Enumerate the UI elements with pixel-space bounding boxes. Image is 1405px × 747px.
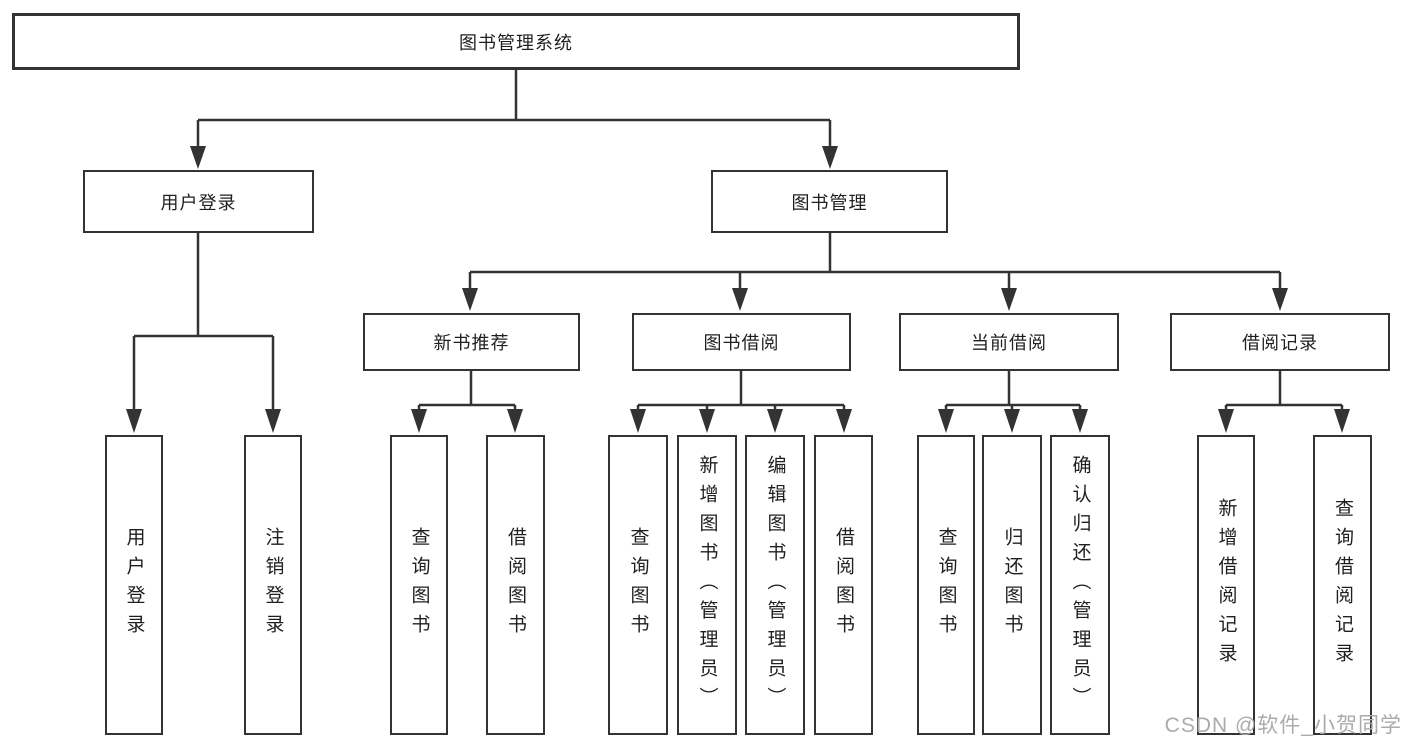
leaf-query-borrow-record: 查询借阅记录 (1313, 435, 1372, 735)
leaf-query-books-current-label: 查询图书 (935, 527, 957, 643)
leaf-query-books-recommend-label: 查询图书 (408, 527, 430, 643)
leaf-add-book-admin: 新增图书（管理员） (677, 435, 737, 735)
node-user-login: 用户登录 (83, 170, 314, 233)
leaf-return-books-label: 归还图书 (1001, 527, 1023, 643)
leaf-edit-book-admin: 编辑图书（管理员） (745, 435, 805, 735)
leaf-add-borrow-record-label: 新增借阅记录 (1215, 498, 1237, 672)
leaf-borrow-books-recommend-label: 借阅图书 (505, 527, 526, 643)
leaf-add-book-admin-label: 新增图书（管理员） (696, 454, 718, 716)
node-new-book-recommend-label: 新书推荐 (433, 333, 510, 353)
node-borrow-records-label: 借阅记录 (1242, 333, 1318, 353)
leaf-query-books-borrow-label: 查询图书 (627, 527, 649, 643)
leaf-borrow-books-borrow: 借阅图书 (814, 435, 873, 735)
node-root-label: 图书管理系统 (459, 32, 573, 53)
leaf-user-login: 用户登录 (105, 435, 163, 735)
leaf-confirm-return-admin: 确认归还（管理员） (1050, 435, 1110, 735)
leaf-return-books: 归还图书 (982, 435, 1042, 735)
leaf-logout: 注销登录 (244, 435, 302, 735)
leaf-query-books-recommend: 查询图书 (390, 435, 448, 735)
leaf-borrow-books-borrow-label: 借阅图书 (833, 527, 854, 643)
arrowhead-icons (126, 146, 1350, 433)
node-current-borrow-label: 当前借阅 (971, 333, 1047, 353)
csdn-watermark: CSDN @软件_小贺同学 (1164, 714, 1402, 737)
leaf-add-borrow-record: 新增借阅记录 (1197, 435, 1255, 735)
node-current-borrow: 当前借阅 (899, 313, 1119, 371)
node-book-borrow: 图书借阅 (632, 313, 851, 371)
node-new-book-recommend: 新书推荐 (363, 313, 580, 371)
node-book-management: 图书管理 (711, 170, 948, 233)
node-root-system: 图书管理系统 (12, 13, 1020, 70)
leaf-edit-book-admin-label: 编辑图书（管理员） (764, 454, 786, 716)
leaf-logout-label: 注销登录 (262, 527, 284, 643)
leaf-borrow-books-recommend: 借阅图书 (486, 435, 545, 735)
leaf-query-borrow-record-label: 查询借阅记录 (1332, 498, 1353, 672)
node-borrow-records: 借阅记录 (1170, 313, 1390, 371)
node-user-login-label: 用户登录 (160, 192, 237, 213)
node-book-management-label: 图书管理 (791, 192, 868, 213)
node-book-borrow-label: 图书借阅 (703, 333, 780, 353)
leaf-user-login-label: 用户登录 (123, 527, 145, 643)
leaf-query-books-borrow: 查询图书 (608, 435, 668, 735)
leaf-query-books-current: 查询图书 (917, 435, 975, 735)
leaf-confirm-return-admin-label: 确认归还（管理员） (1069, 454, 1091, 716)
